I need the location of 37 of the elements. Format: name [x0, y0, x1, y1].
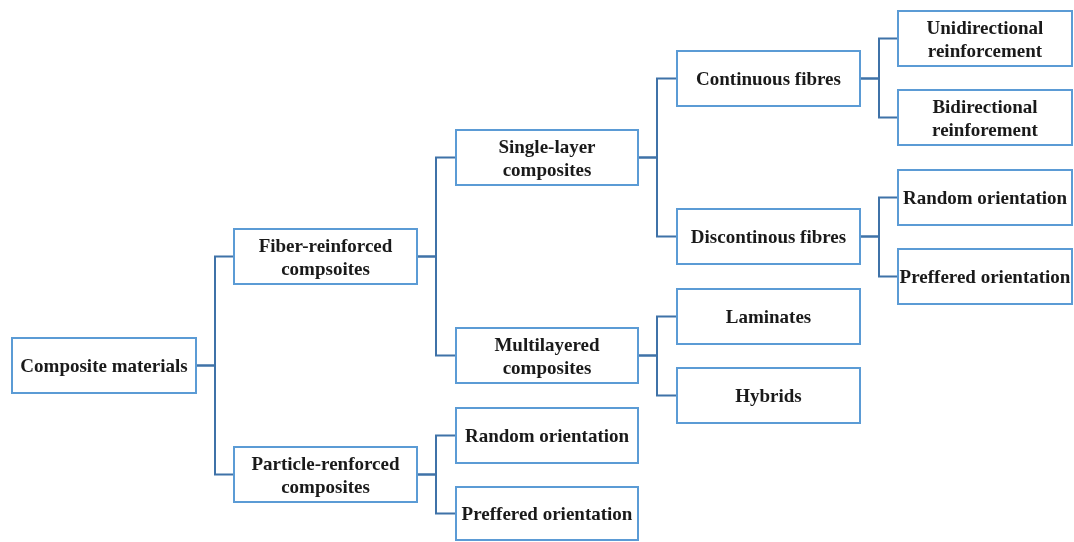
box-label: Unidirectional reinforcement: [925, 15, 1045, 62]
category-box: [455, 407, 639, 464]
category-box: [676, 50, 861, 107]
connector-line: [638, 156, 677, 238]
category-box: [233, 228, 418, 285]
connector-line: [860, 77, 898, 119]
category-box: [676, 288, 861, 345]
category-box: [11, 337, 197, 394]
category-box: [455, 129, 639, 186]
box-label: Preffered orientation: [899, 265, 1071, 288]
connector-line: [860, 235, 898, 278]
connector-line: [196, 364, 234, 476]
box-label: Discontinous fibres: [690, 225, 847, 248]
box-label: Random orientation: [464, 424, 630, 447]
box-label: Preffered orientation: [461, 502, 633, 525]
box-label: Composite materials: [20, 354, 188, 377]
box-label: Random orientation: [902, 186, 1068, 209]
box-label: Hybrids: [735, 384, 802, 407]
category-box: [897, 248, 1073, 305]
category-box: [897, 169, 1073, 226]
category-box: [897, 10, 1073, 67]
box-label: Laminates: [725, 305, 812, 328]
category-box: [676, 208, 861, 265]
box-label: Multilayered composites: [493, 332, 601, 379]
box-label: Particle-renforced composites: [250, 451, 401, 498]
category-box: [455, 486, 639, 541]
box-label: Continuous fibres: [696, 67, 841, 90]
category-box: [897, 89, 1073, 146]
connector-line: [417, 255, 456, 357]
box-label: Bidirectional reinforement: [931, 94, 1039, 141]
category-box: [455, 327, 639, 384]
box-label: Fiber-reinforced compsoites: [257, 233, 394, 280]
box-label: Single-layer composites: [497, 134, 597, 181]
category-box: [676, 367, 861, 424]
connector-line: [417, 473, 456, 515]
connector-line: [638, 354, 677, 397]
category-box: [233, 446, 418, 503]
